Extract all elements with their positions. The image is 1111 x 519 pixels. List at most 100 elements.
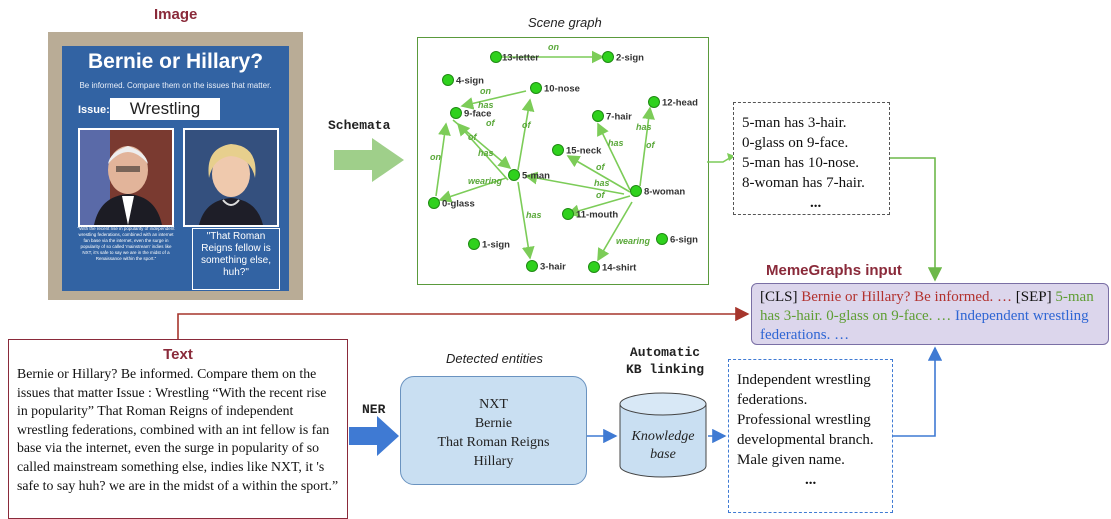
edge-10-9	[460, 90, 527, 110]
scene-graph-node-label: 9-face	[464, 109, 491, 120]
scene-graph-node-label: 4-sign	[456, 76, 484, 87]
scene-graph-node-label: 12-head	[662, 98, 698, 109]
scene-graph-node	[630, 185, 642, 197]
memegraphs-title: MemeGraphs input	[766, 262, 902, 279]
edge-label: has	[594, 178, 610, 188]
image-section-title: Image	[154, 6, 198, 23]
edge-5-3	[517, 181, 535, 260]
edge-label: has	[608, 138, 624, 148]
edge-label: of	[486, 118, 495, 128]
edge-label: of	[522, 120, 531, 130]
entity: NXT	[479, 397, 508, 412]
poster-issue-label: Issue:	[78, 104, 110, 116]
poster-board: Bernie or Hillary? Be informed. Compare …	[62, 46, 289, 291]
knowledge-base-label: Knowledge base	[618, 428, 708, 464]
scene-graph-node	[552, 144, 564, 156]
edge-label: on	[430, 152, 441, 162]
kb-line1: Knowledge	[631, 429, 695, 444]
poster-quote-right: "That Roman Reigns fellow is something e…	[192, 228, 280, 290]
edge-8-15	[566, 155, 631, 193]
scene-graph-node	[468, 238, 480, 250]
triples-ellipsis: ...	[810, 195, 822, 211]
graph-to-triples-arrow	[707, 153, 735, 163]
schemata-triples: 5-man has 3-hair. 0-glass on 9-face. 5-m…	[733, 102, 890, 215]
kb-line: Professional wrestling	[737, 412, 871, 428]
bernie-portrait	[78, 128, 174, 227]
kb-line2: base	[650, 447, 676, 462]
scene-graph-title: Scene graph	[528, 15, 602, 30]
scene-graph-node	[526, 260, 538, 272]
edge-5-0	[438, 177, 507, 203]
edge-label: has	[478, 100, 494, 110]
scene-graph-node	[656, 233, 668, 245]
kb-linking-label: Automatic KB linking	[620, 344, 710, 378]
edge-8-14	[597, 201, 633, 262]
text-box: Text Bernie or Hillary? Be informed. Com…	[8, 339, 348, 519]
kb-segment: Independent wrestling federations. …	[760, 308, 1089, 343]
edge-label: has	[526, 210, 542, 220]
ner-label: NER	[362, 402, 386, 417]
scene-graph-node	[592, 110, 604, 122]
scene-graph-node-label: 15-neck	[566, 146, 602, 157]
text-segment: Bernie or Hillary? Be informed. …	[801, 289, 1013, 305]
triple-line: 5-man has 10-nose.	[742, 155, 860, 171]
knowledge-base-cylinder	[619, 392, 707, 478]
scene-graph-node-label: 5-man	[522, 171, 550, 182]
edge-5-9	[456, 122, 509, 181]
edge-label: wearing	[616, 236, 651, 246]
edge-label: has	[636, 122, 652, 132]
cls-token: [CLS]	[760, 289, 798, 305]
poster-subtitle: Be informed. Compare them on the issues …	[79, 81, 272, 90]
scene-graph-node	[508, 169, 520, 181]
edge-8-12	[639, 106, 655, 187]
poster-issue-value: Wrestling	[110, 98, 220, 120]
scene-graph-node-label: 13-letter	[502, 53, 539, 64]
edge-8-5	[524, 171, 625, 195]
scene-graph-node	[530, 82, 542, 94]
kb-linking-line1: Automatic	[629, 345, 701, 360]
scene-graph-node-label: 1-sign	[482, 240, 510, 251]
scene-graph-node-label: 10-nose	[544, 84, 580, 95]
scene-graph-node-label: 6-sign	[670, 235, 698, 246]
scene-graph-node-label: 2-sign	[616, 53, 644, 64]
scene-graph-node-label: 14-shirt	[602, 263, 637, 274]
hillary-portrait	[183, 128, 279, 227]
edge-8-11	[566, 195, 631, 218]
scene-graph-node	[602, 51, 614, 63]
kb-descriptions: Independent wrestling federations. Profe…	[728, 359, 893, 513]
schemata-label: Schemata	[328, 118, 391, 133]
scene-graph-node-label: 3-hair	[540, 262, 566, 273]
triple-line: 5-man has 3-hair.	[742, 115, 847, 131]
ocr-text: Bernie or Hillary? Be informed. Compare …	[17, 366, 339, 493]
kb-line: developmental branch.	[737, 432, 874, 448]
entity: That Roman Reigns	[437, 435, 550, 450]
edge-label: on	[480, 86, 491, 96]
edge-5-10	[517, 98, 535, 171]
schemata-arrow	[334, 138, 404, 182]
entities-title: Detected entities	[446, 351, 543, 366]
entity: Hillary	[473, 454, 514, 469]
triple-line: 0-glass on 9-face.	[742, 135, 849, 151]
graph-segment: 5-man has 3-hair. 0-glass on 9-face. …	[760, 289, 1094, 324]
poster-title: Bernie or Hillary?	[87, 50, 264, 73]
kb-linking-line2: KB linking	[625, 362, 704, 377]
triple-line: 8-woman has 7-hair.	[742, 175, 865, 191]
edge-0-9	[435, 122, 451, 197]
scene-graph: on on has of of has on has wearing has h…	[417, 37, 709, 285]
meme-image: Bernie or Hillary? Be informed. Compare …	[48, 32, 303, 300]
scene-graph-node	[490, 51, 502, 63]
scene-graph-node-label: 7-hair	[606, 112, 632, 123]
scene-graph-node	[428, 197, 440, 209]
scene-graph-node	[588, 261, 600, 273]
scene-graph-node	[562, 208, 574, 220]
edge-8-7	[597, 122, 631, 191]
edge-label: wearing	[468, 176, 503, 186]
text-section-title: Text	[163, 346, 193, 363]
scene-graph-node	[648, 96, 660, 108]
kb-line: Independent wrestling	[737, 372, 871, 388]
edge-label: has	[478, 148, 494, 158]
scene-graph-node	[442, 74, 454, 86]
scene-graph-node-label: 11-mouth	[576, 210, 618, 221]
sep-token: [SEP]	[1015, 289, 1052, 305]
